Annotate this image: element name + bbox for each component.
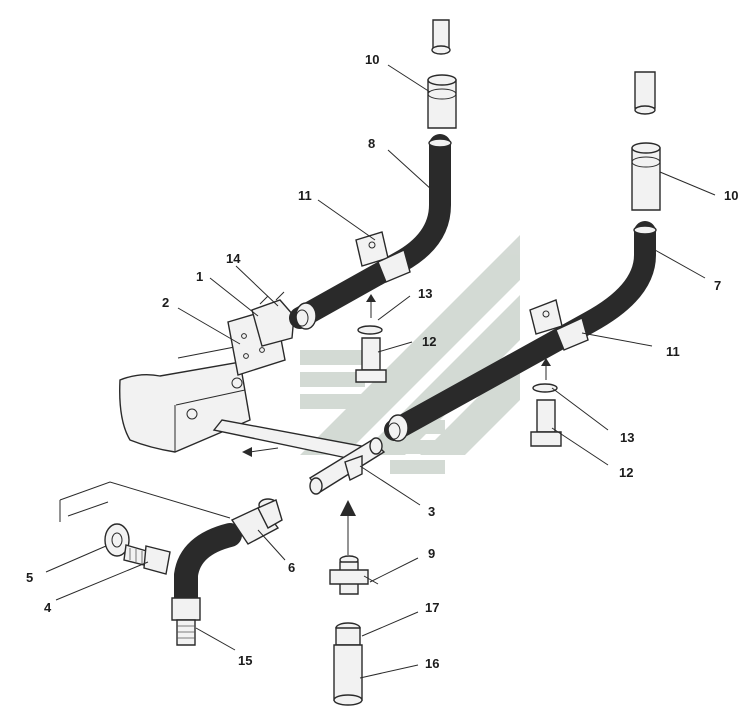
outline-lines	[59, 481, 231, 522]
bolt-right	[530, 358, 562, 447]
label-5: 5	[26, 570, 33, 585]
label-3: 3	[428, 504, 435, 519]
label-12-right: 12	[619, 465, 633, 480]
cross-tube-3	[212, 419, 386, 495]
hose-16	[333, 622, 363, 706]
bolt-upper	[355, 294, 387, 383]
label-2: 2	[162, 295, 169, 310]
pipe-bracket-upper	[355, 231, 411, 283]
label-9: 9	[428, 546, 435, 561]
frame-member	[119, 344, 251, 453]
bent-hose-15	[171, 523, 242, 646]
label-6: 6	[288, 560, 295, 575]
label-10-upper: 10	[365, 52, 379, 67]
label-1: 1	[196, 269, 203, 284]
label-12-upper: 12	[422, 334, 436, 349]
right-pipe-7	[384, 221, 657, 442]
label-14: 14	[226, 251, 241, 266]
label-4: 4	[44, 600, 52, 615]
label-11-right: 11	[666, 344, 680, 359]
label-7: 7	[714, 278, 721, 293]
callout-labels: 10 8 11 10 7 11 13 12 13 12 14 1 2 3 6 9…	[26, 52, 738, 671]
pipe-bracket-right	[529, 299, 589, 351]
label-17: 17	[425, 600, 439, 615]
label-11-upper: 11	[298, 188, 312, 203]
label-16: 16	[425, 656, 439, 671]
upper-sleeve-right	[631, 71, 661, 211]
sleeve-6	[230, 498, 283, 545]
label-13-upper: 13	[418, 286, 432, 301]
fitting-9	[329, 500, 379, 595]
upper-sleeve-left	[427, 19, 457, 129]
label-13-right: 13	[620, 430, 634, 445]
label-8: 8	[368, 136, 375, 151]
leader-lines	[45, 64, 716, 679]
label-15: 15	[238, 653, 252, 668]
label-10-right: 10	[724, 188, 738, 203]
bolt-and-washer	[104, 523, 171, 575]
pipe-clamp	[251, 291, 295, 347]
